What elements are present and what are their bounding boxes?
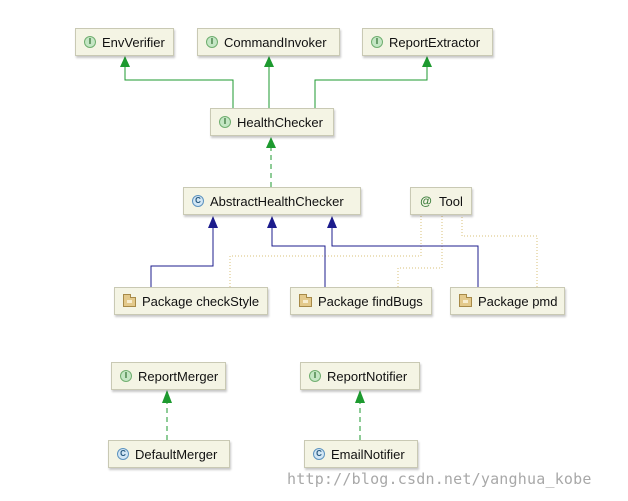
node-health-checker[interactable]: I HealthChecker	[210, 108, 334, 136]
edge-findbugs-abstract	[271, 228, 326, 287]
node-label: Package checkStyle	[142, 293, 260, 309]
node-label: Package pmd	[478, 293, 558, 309]
edge-healthchecker-reportextractor	[314, 67, 428, 108]
interface-icon: I	[206, 36, 218, 48]
watermark-text: http://blog.csdn.net/yanghua_kobe	[287, 470, 592, 488]
edge-healthchecker-envverifier	[124, 67, 234, 108]
node-label: ReportNotifier	[327, 368, 408, 384]
class-icon: C	[117, 448, 129, 460]
node-label: CommandInvoker	[224, 34, 327, 50]
edge-findbugs-tool	[397, 214, 443, 287]
node-label: AbstractHealthChecker	[210, 193, 344, 209]
edge-checkstyle-abstract	[150, 228, 214, 287]
package-icon	[123, 294, 136, 307]
interface-icon: I	[120, 370, 132, 382]
arrowhead-reportmerger	[162, 390, 172, 403]
node-email-notifier[interactable]: C EmailNotifier	[304, 440, 418, 468]
node-command-invoker[interactable]: I CommandInvoker	[197, 28, 340, 56]
node-report-notifier[interactable]: I ReportNotifier	[300, 362, 420, 390]
node-tool[interactable]: @ Tool	[410, 187, 472, 215]
abstract-class-icon: C	[192, 195, 204, 207]
arrowhead-healthchecker	[266, 137, 276, 148]
arrowhead-envverifier	[120, 56, 130, 67]
annotation-icon: @	[420, 194, 432, 208]
package-icon	[459, 294, 472, 307]
edge-pmd-abstract	[331, 228, 479, 287]
node-package-findbugs[interactable]: Package findBugs	[290, 287, 432, 315]
node-label: ReportMerger	[138, 368, 219, 384]
arrowhead-commandinvoker	[264, 56, 274, 67]
node-report-merger[interactable]: I ReportMerger	[111, 362, 226, 390]
node-label: EmailNotifier	[331, 446, 405, 462]
node-abstract-health-checker[interactable]: C AbstractHealthChecker	[183, 187, 361, 215]
interface-icon: I	[219, 116, 231, 128]
node-label: EnvVerifier	[102, 34, 165, 50]
node-report-extractor[interactable]: I ReportExtractor	[362, 28, 493, 56]
node-label: DefaultMerger	[135, 446, 218, 462]
interface-icon: I	[371, 36, 383, 48]
arrowhead-reportnotifier	[355, 390, 365, 403]
edge-pmd-tool	[461, 214, 538, 287]
package-icon	[299, 294, 312, 307]
node-label: Tool	[439, 193, 463, 209]
node-env-verifier[interactable]: I EnvVerifier	[75, 28, 174, 56]
node-package-pmd[interactable]: Package pmd	[450, 287, 565, 315]
arrowhead-abstract-2	[267, 216, 277, 228]
interface-icon: I	[309, 370, 321, 382]
interface-icon: I	[84, 36, 96, 48]
arrowhead-abstract-1	[208, 216, 218, 228]
node-default-merger[interactable]: C DefaultMerger	[108, 440, 230, 468]
node-label: ReportExtractor	[389, 34, 481, 50]
arrowhead-abstract-3	[327, 216, 337, 228]
class-icon: C	[313, 448, 325, 460]
node-package-checkstyle[interactable]: Package checkStyle	[114, 287, 268, 315]
node-label: HealthChecker	[237, 114, 323, 130]
arrowhead-reportextractor	[422, 56, 432, 67]
node-label: Package findBugs	[318, 293, 423, 309]
